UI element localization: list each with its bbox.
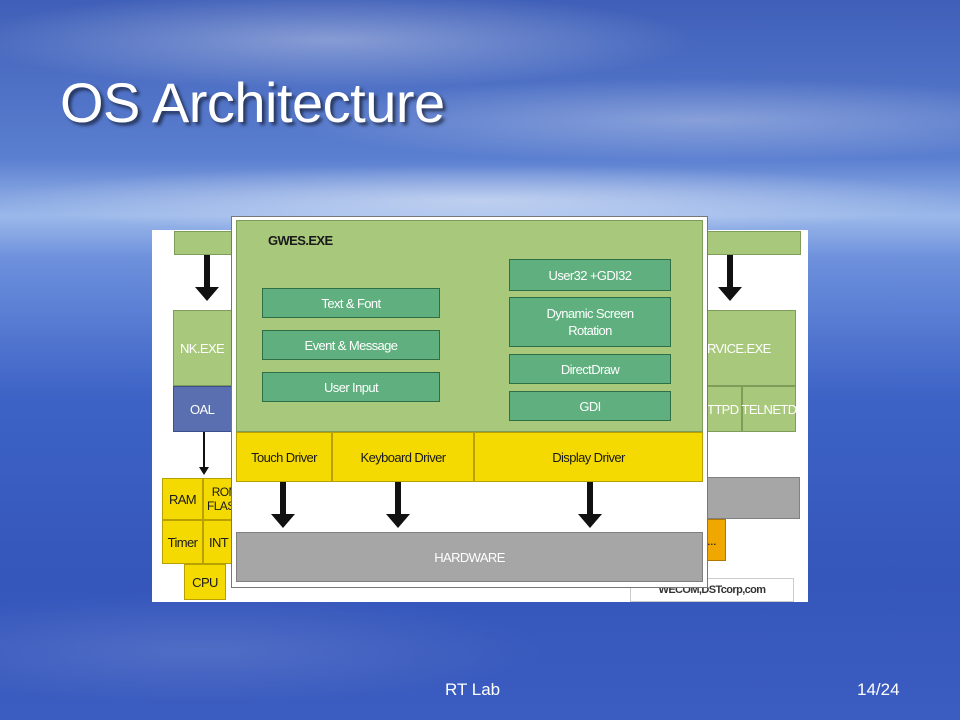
directdraw-box: DirectDraw [509,354,671,384]
httpd-box: TTPD [706,386,742,432]
footer-lab-name: RT Lab [445,680,501,699]
hardware-box: HARDWARE [236,532,703,582]
service-exe-box: RVICE.EXE [706,310,796,386]
touch-driver-box: Touch Driver [236,432,332,482]
orange-box: ... [706,519,726,561]
gdi-box: GDI [509,391,671,421]
keyboard-driver-box: Keyboard Driver [332,432,474,482]
int-box: INT [203,520,233,564]
user32-gdi32-box: User32 +GDI32 [509,259,671,291]
display-driver-box: Display Driver [474,432,703,482]
telnetd-box: TELNETD [741,386,797,432]
rom-flash-box: ROM FLASH [203,478,243,520]
timer-box: Timer [162,520,203,564]
text-font-box: Text & Font [262,288,440,318]
event-message-box: Event & Message [262,330,440,360]
dynamic-screen-rotation-box: Dynamic Screen Rotation [509,297,671,347]
ram-box: RAM [162,478,203,520]
slide-title: OS Architecture [60,71,445,134]
back-grey-bar [706,477,800,519]
slide-number: 14/24 [857,680,900,699]
gwes-exe-title: GWES.EXE [268,232,333,248]
user-input-box: User Input [262,372,440,402]
cpu-box: CPU [184,564,226,600]
